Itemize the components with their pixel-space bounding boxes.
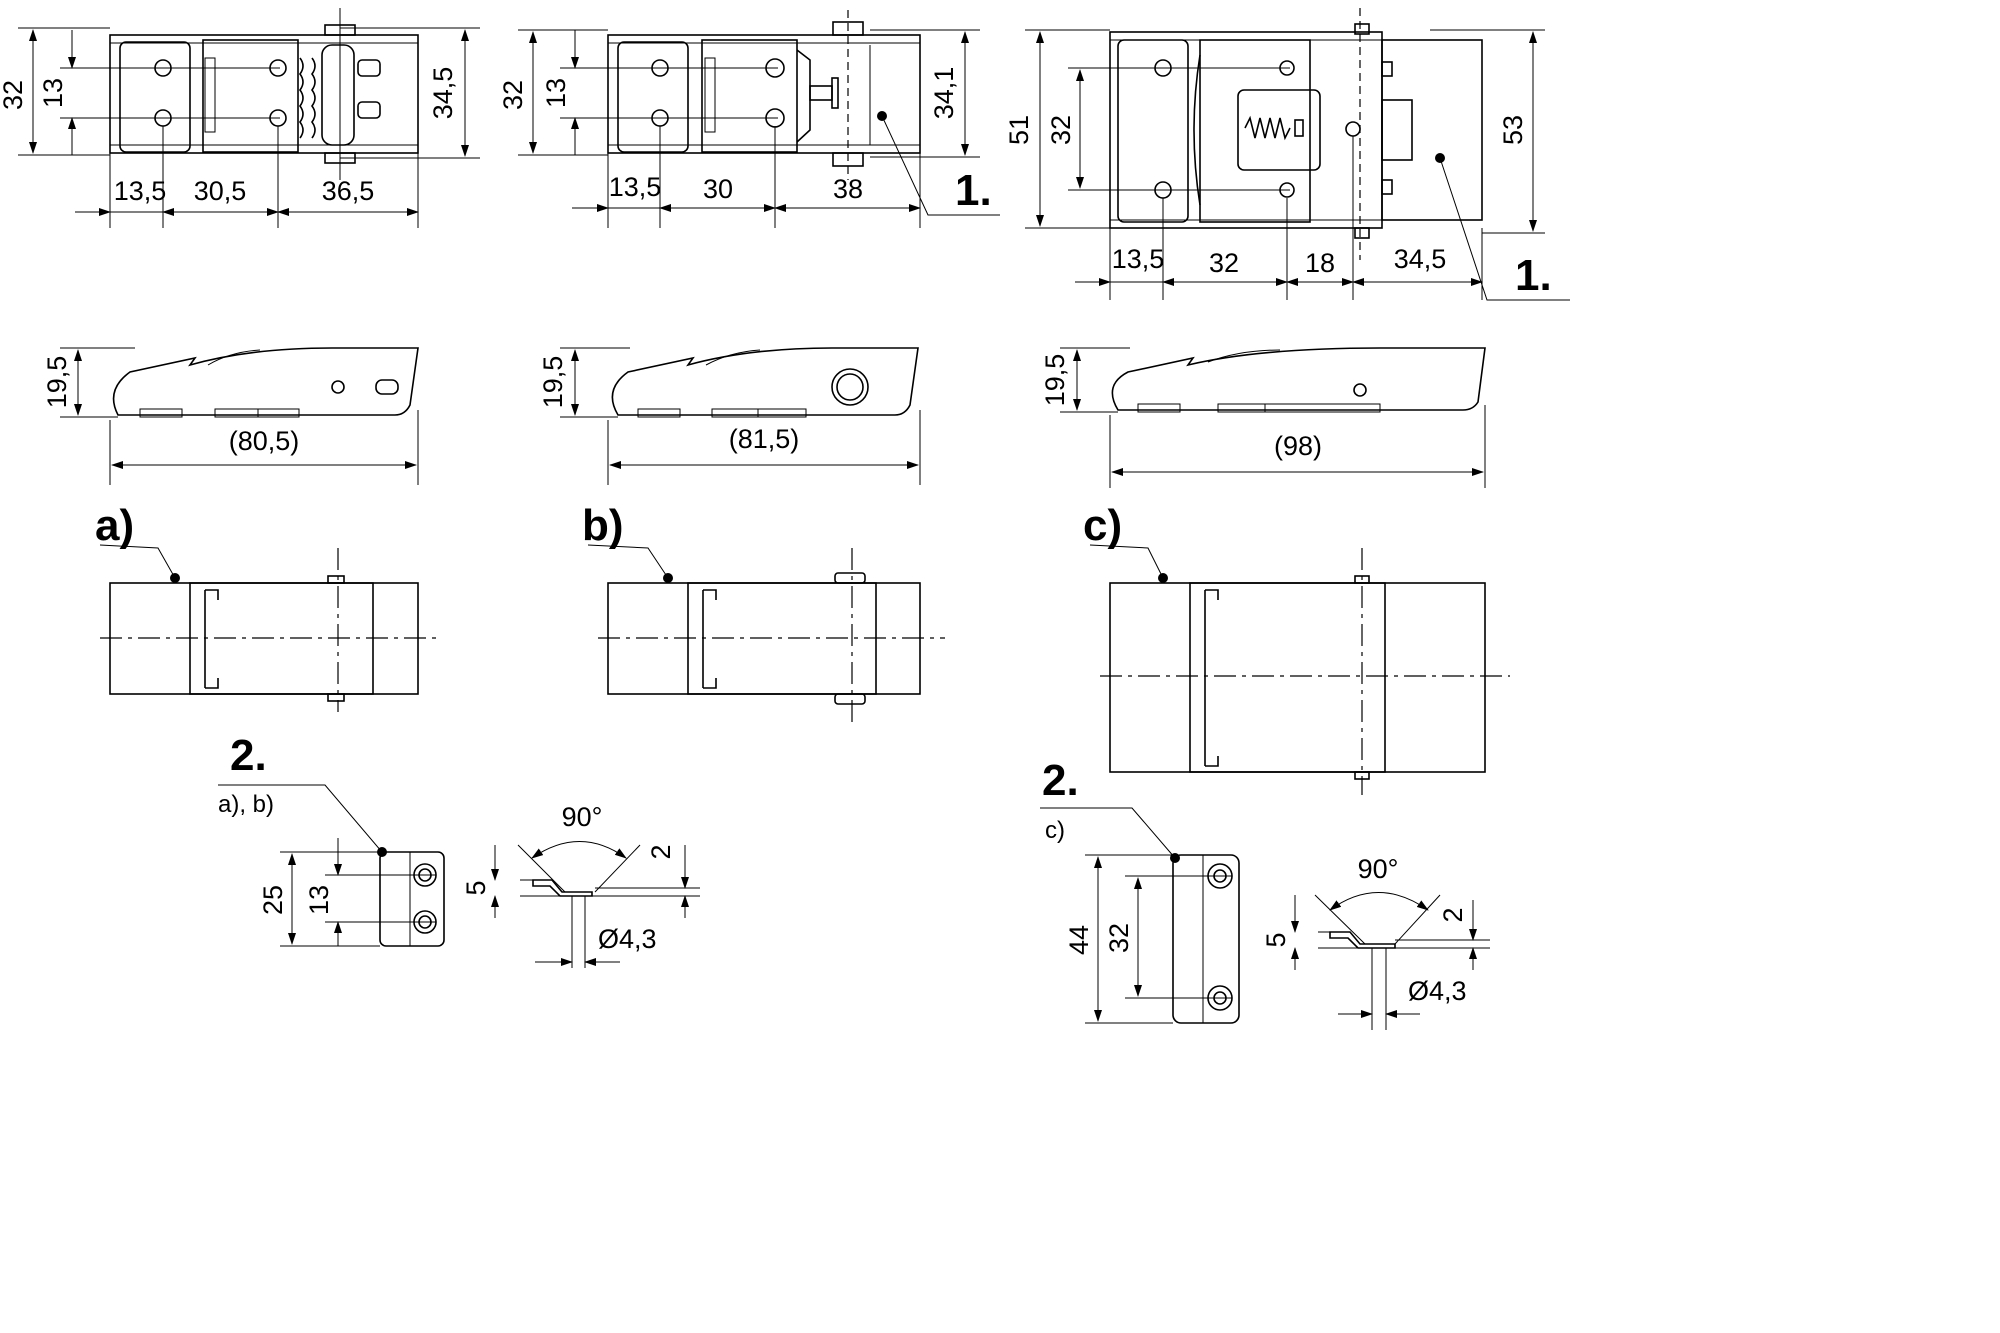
dim-b-w2: 30 (703, 174, 733, 204)
dim-plate-ab-h-inner: 13 (304, 885, 334, 915)
catch-plate-c: 2. c) 44 32 (1040, 756, 1240, 1024)
dim-side-b-height: 19,5 (538, 356, 568, 409)
plate-label-c: c) (1045, 817, 1065, 844)
dim-cs-ab-thick: 5 (461, 880, 491, 895)
dim-c-h-right: 53 (1498, 115, 1528, 145)
dim-a-w1: 13,5 (114, 176, 167, 206)
dim-b-h-outer: 32 (498, 80, 528, 110)
dim-b-w3: 38 (833, 174, 863, 204)
catch-plate-ab: 2. a), b) 25 13 (218, 731, 445, 947)
dim-a-w2: 30,5 (194, 176, 247, 206)
dim-cs-ab-hole: Ø4,3 (598, 924, 657, 954)
plate-label-ab: a), b) (218, 791, 274, 818)
dim-plate-ab-h-outer: 25 (258, 885, 288, 915)
dim-c-w3: 18 (1305, 248, 1335, 278)
view-c-top: 1. 51 32 53 13,5 32 18 34,5 (1004, 8, 1570, 301)
technical-drawing: 32 13 34,5 13,5 30,5 36,5 1. (0, 8, 1570, 1030)
dim-cs-ab-angle: 90° (562, 802, 603, 832)
variant-label-a: a) (95, 501, 134, 550)
callout-c-two: 2. (1042, 756, 1079, 805)
countersink-detail-ab: 90° 5 2 Ø4,3 (461, 802, 700, 968)
dim-c-h-inner: 32 (1046, 115, 1076, 145)
dim-a-h-outer: 32 (0, 80, 28, 110)
variant-label-c: c) (1083, 501, 1122, 550)
bottom-view-a: a) (95, 501, 440, 712)
dim-a-w3: 36,5 (322, 176, 375, 206)
dim-b-h-right: 34,1 (929, 67, 959, 120)
dim-cs-c-depth: 2 (1438, 907, 1468, 922)
dim-plate-c-h-inner: 32 (1104, 923, 1134, 953)
callout-c-one: 1. (1515, 251, 1552, 300)
view-b-top: 1. 32 13 34,1 13,5 30 38 (498, 10, 1000, 228)
dim-c-h-outer: 51 (1004, 115, 1034, 145)
dim-cs-ab-depth: 2 (646, 844, 676, 859)
side-view-b: 19,5 (81,5) (538, 347, 921, 485)
dim-a-h-inner: 13 (38, 78, 68, 108)
dim-cs-c-thick: 5 (1261, 932, 1291, 947)
callout-b-one: 1. (955, 166, 992, 215)
callout-ab-two: 2. (230, 731, 267, 780)
bottom-view-b: b) (582, 501, 945, 722)
dim-plate-c-h-outer: 44 (1064, 925, 1094, 955)
dim-cs-c-hole: Ø4,3 (1408, 976, 1467, 1006)
dim-side-a-length: (80,5) (229, 426, 300, 456)
countersink-detail-c: 90° 5 2 Ø4,3 (1261, 854, 1490, 1030)
bottom-view-c: c) (1083, 501, 1510, 795)
dim-c-w1: 13,5 (1112, 244, 1165, 274)
dim-b-h-inner: 13 (541, 78, 571, 108)
dim-b-w1: 13,5 (609, 172, 662, 202)
view-a-top: 32 13 34,5 13,5 30,5 36,5 (0, 8, 480, 228)
dim-side-c-length: (98) (1274, 431, 1322, 461)
dim-side-a-height: 19,5 (42, 356, 72, 409)
dim-side-c-height: 19,5 (1040, 354, 1070, 407)
dim-side-b-length: (81,5) (729, 424, 800, 454)
dim-a-h-right: 34,5 (428, 67, 458, 120)
side-view-a: 19,5 (80,5) (42, 347, 419, 485)
dim-c-w4: 34,5 (1394, 244, 1447, 274)
side-view-c: 19,5 (98) (1040, 347, 1486, 488)
dim-cs-c-angle: 90° (1358, 854, 1399, 884)
dim-c-w2: 32 (1209, 248, 1239, 278)
variant-label-b: b) (582, 501, 624, 550)
